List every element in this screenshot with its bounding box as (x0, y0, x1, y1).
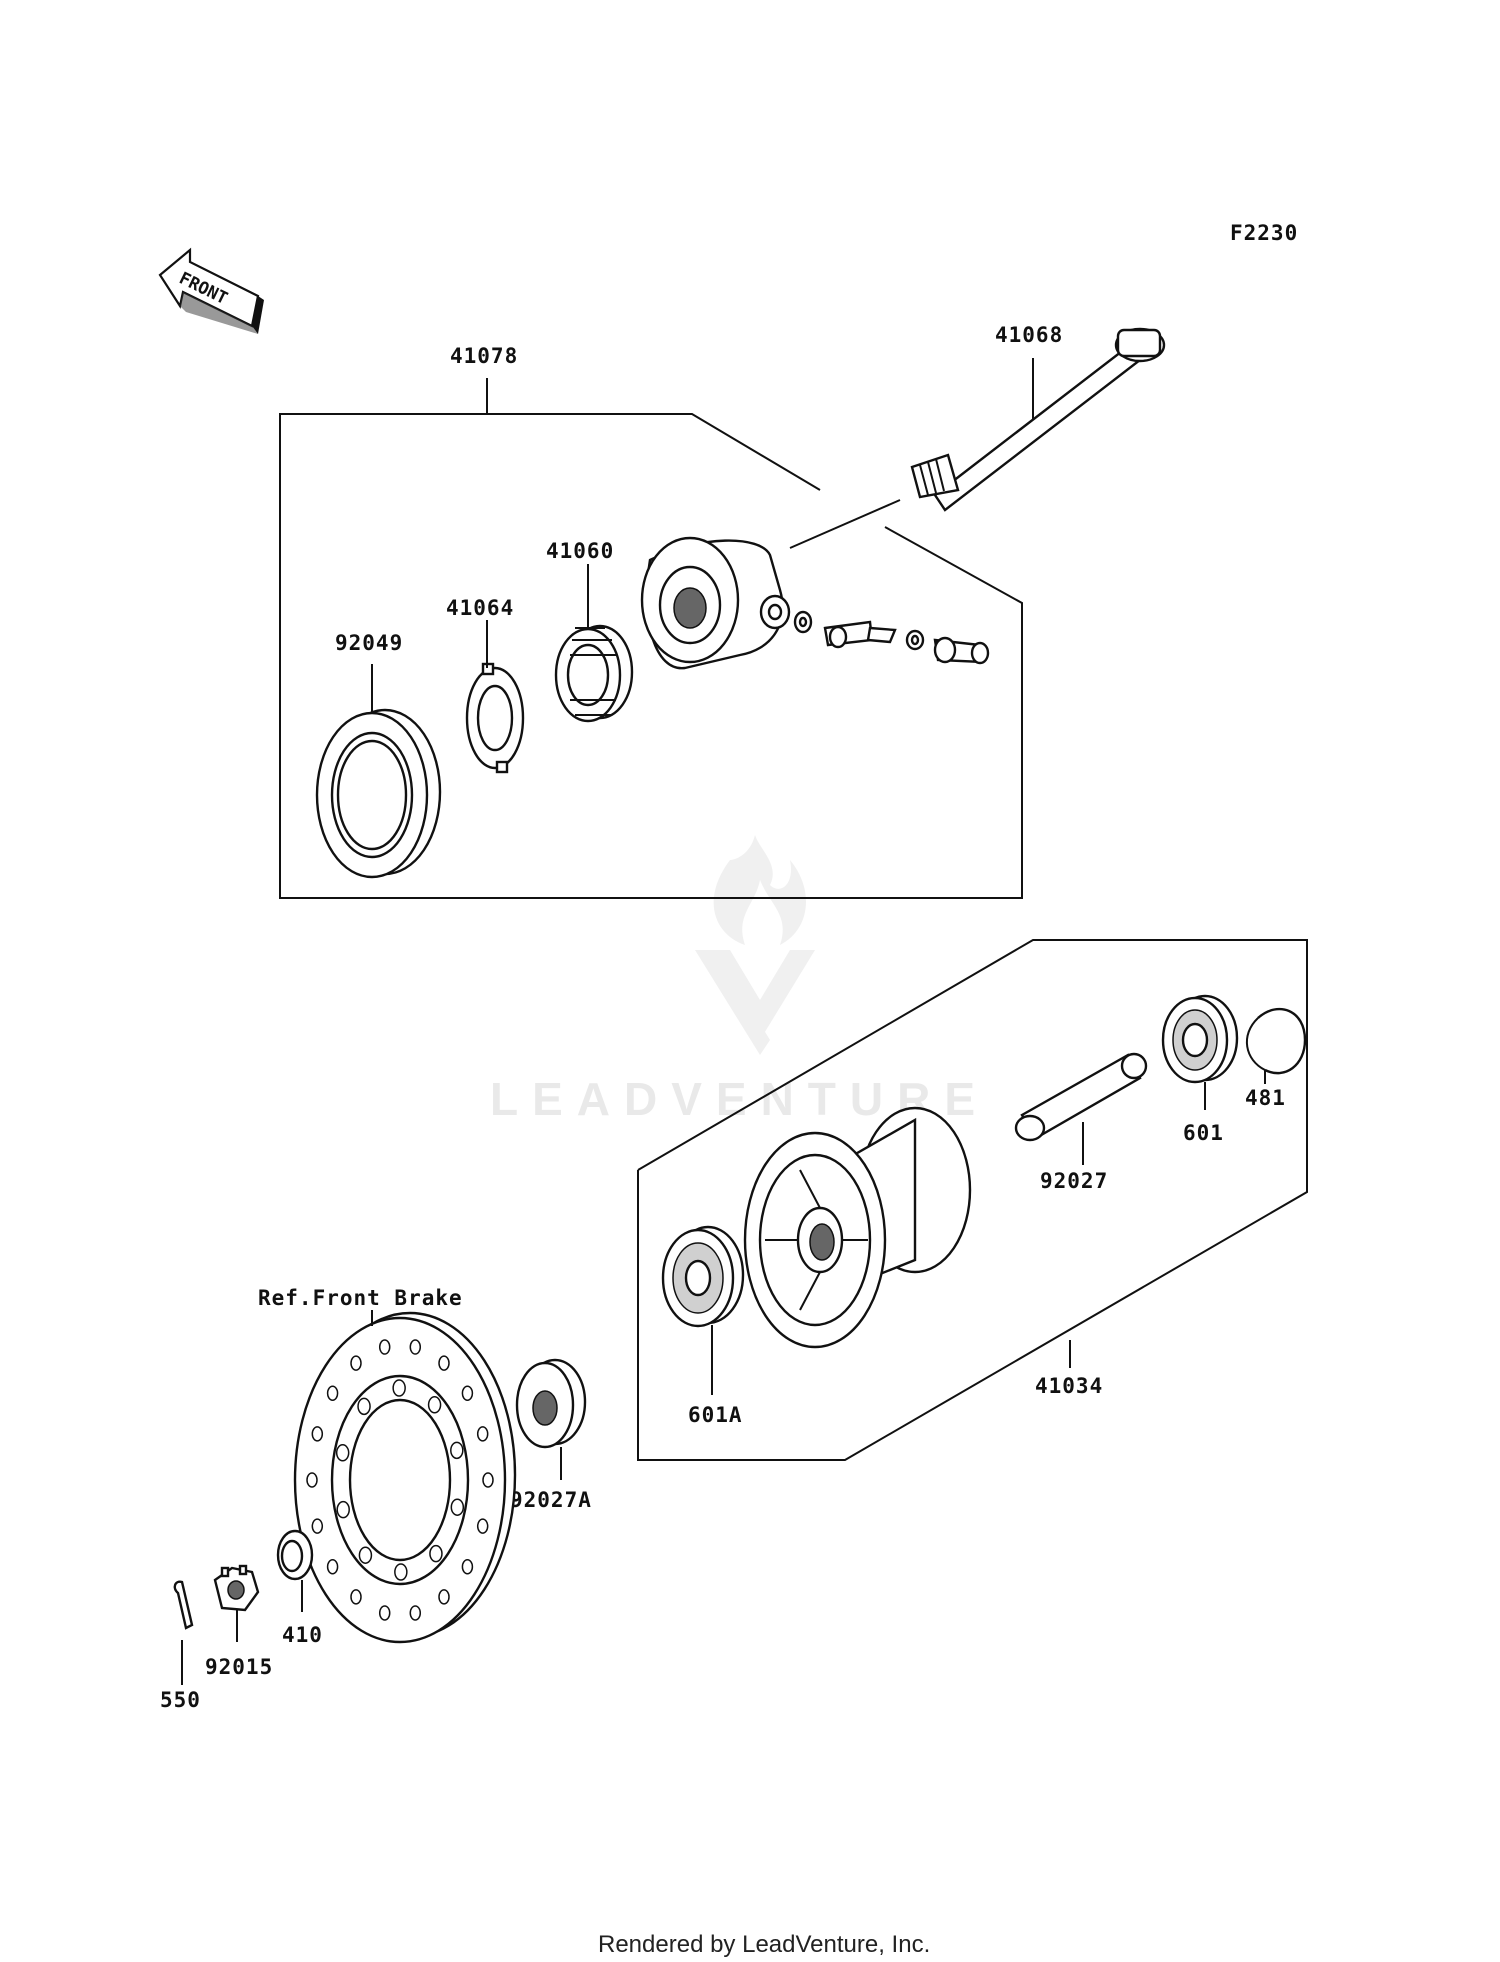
disc-bolt-hole (336, 1500, 350, 1519)
disc-slot (409, 1605, 422, 1621)
disc-slot (461, 1559, 474, 1575)
disc-slot (306, 1472, 318, 1488)
part-label-92027A[interactable]: 92027A (510, 1488, 592, 1512)
spacer-92027 (1014, 1052, 1148, 1165)
part-label-41060[interactable]: 41060 (546, 539, 614, 563)
disc-slot (476, 1518, 489, 1534)
disc-bolt-hole (357, 1397, 371, 1416)
part-label-92049[interactable]: 92049 (335, 631, 403, 655)
disc-slot (311, 1518, 324, 1534)
disc-slot (476, 1426, 489, 1442)
disc-bolt-hole (394, 1563, 408, 1581)
disc-slot (326, 1559, 339, 1575)
retainer-41064 (465, 620, 525, 774)
assembly-41078-frame (279, 378, 1023, 899)
part-label-41078[interactable]: 41078 (450, 344, 518, 368)
cotter-pin-550 (173, 1580, 194, 1685)
disc-slot (409, 1339, 422, 1355)
pinion-gear-parts (793, 610, 990, 665)
disc-bolt-hole (335, 1444, 350, 1462)
brake-disc (293, 1310, 517, 1644)
brake-disc-holes (306, 1339, 494, 1621)
disc-slot (378, 1605, 391, 1621)
part-label-550[interactable]: 550 (160, 1688, 201, 1712)
bearing-601A (661, 1225, 745, 1395)
front-arrow-icon: FRONT (158, 247, 264, 334)
part-label-41064[interactable]: 41064 (446, 596, 514, 620)
part-label-601[interactable]: 601 (1183, 1121, 1224, 1145)
part-label-92027[interactable]: 92027 (1040, 1169, 1108, 1193)
disc-slot (461, 1385, 474, 1401)
disc-slot (326, 1385, 339, 1401)
collar-92027A (515, 1358, 587, 1480)
castle-nut-92015 (213, 1564, 260, 1642)
footer-credit: Rendered by LeadVenture, Inc. (598, 1931, 930, 1958)
diagram-code: F2230 (1230, 221, 1298, 245)
disc-bolt-hole (358, 1546, 373, 1564)
disc-bolt-hole (450, 1498, 465, 1516)
disc-bolt-hole (450, 1441, 464, 1460)
part-label-410[interactable]: 410 (282, 1623, 323, 1647)
disc-bolt-hole (429, 1544, 443, 1563)
axle-41068 (789, 327, 1166, 549)
washer-410 (276, 1529, 314, 1612)
reference-front-brake[interactable]: Ref.Front Brake (258, 1286, 463, 1310)
part-label-92015[interactable]: 92015 (205, 1655, 273, 1679)
part-label-601A[interactable]: 601A (688, 1403, 743, 1427)
speedometer-gear-housing (640, 536, 791, 670)
disc-slot (311, 1426, 324, 1442)
disc-bolt-hole (392, 1379, 406, 1397)
assembly-41034-frame (637, 939, 1308, 1461)
part-label-41034[interactable]: 41034 (1035, 1374, 1103, 1398)
disc-slot (350, 1355, 362, 1371)
watermark-logo (695, 835, 815, 1055)
disc-bolt-hole (427, 1396, 442, 1414)
part-label-41068[interactable]: 41068 (995, 323, 1063, 347)
wheel-hub-41034 (743, 1106, 972, 1349)
part-label-481[interactable]: 481 (1245, 1086, 1286, 1110)
disc-slot (438, 1589, 450, 1605)
circlip-481 (1245, 1007, 1307, 1084)
drive-gear-41060 (554, 564, 634, 723)
bearing-601 (1161, 994, 1239, 1110)
oil-seal-92049 (315, 664, 442, 879)
disc-slot (438, 1355, 450, 1371)
disc-slot (378, 1339, 391, 1355)
disc-slot (482, 1472, 494, 1488)
disc-slot (350, 1589, 362, 1605)
